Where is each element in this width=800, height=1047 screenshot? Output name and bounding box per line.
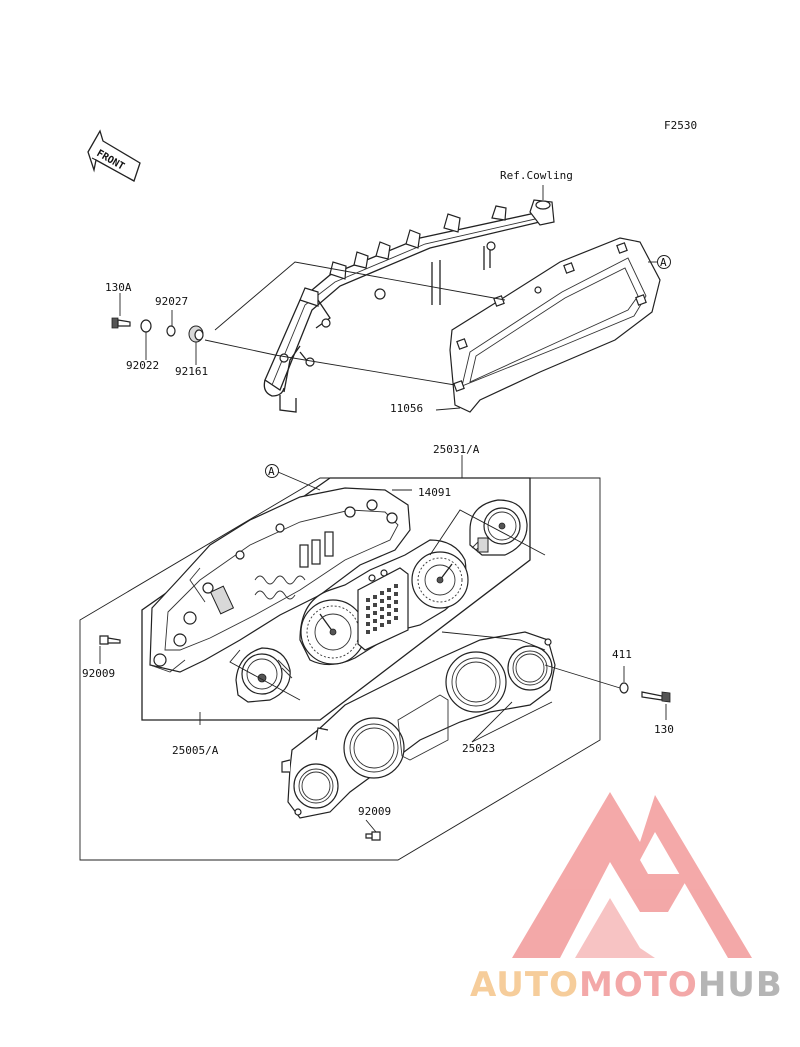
front-arrow-icon: FRONT bbox=[87, 129, 141, 182]
callout-25005A: 25005/A bbox=[172, 744, 219, 757]
washer-92022 bbox=[140, 319, 152, 333]
callout-14091: 14091 bbox=[418, 486, 451, 499]
callout-130: 130 bbox=[654, 723, 674, 736]
panel-11056 bbox=[449, 237, 661, 413]
reference-mark-a-top: A bbox=[657, 255, 671, 269]
indicator-grid bbox=[366, 584, 398, 634]
callout-130A: 130A bbox=[105, 281, 132, 294]
screw-92009-bottom bbox=[365, 831, 381, 841]
svg-text:A: A bbox=[268, 465, 275, 478]
callout-11056: 11056 bbox=[390, 402, 423, 415]
callout-92161: 92161 bbox=[175, 365, 208, 378]
watermark-hub: HUB bbox=[698, 965, 783, 1005]
meter-cover-25023 bbox=[281, 631, 556, 819]
callout-92027: 92027 bbox=[155, 295, 188, 308]
hardware-130A bbox=[111, 317, 131, 329]
watermark-logo-inner bbox=[575, 898, 655, 958]
lower-leader-lines bbox=[99, 471, 667, 833]
collar-92027 bbox=[166, 325, 176, 337]
grommet-92161 bbox=[188, 325, 204, 343]
svg-text:AUTOMOTOHUB: AUTOMOTOHUB bbox=[470, 965, 783, 1005]
callout-411: 411 bbox=[612, 648, 632, 661]
callout-25031A: 25031/A bbox=[433, 443, 480, 456]
watermark-moto: MOTO bbox=[579, 965, 698, 1005]
watermark-auto: AUTO bbox=[470, 965, 579, 1005]
fuel-gauge-top bbox=[469, 499, 528, 556]
meter-case-25005 bbox=[141, 477, 531, 721]
washer-411 bbox=[619, 682, 629, 694]
watermark-logo-triangle bbox=[512, 792, 752, 958]
bolt-130 bbox=[641, 691, 671, 703]
upper-leader-lines bbox=[119, 185, 658, 411]
callout-92009-left: 92009 bbox=[82, 667, 115, 680]
watermark: AUTOMOTOHUB bbox=[470, 792, 783, 1005]
instrument-cluster-face bbox=[299, 539, 469, 666]
callout-92022: 92022 bbox=[126, 359, 159, 372]
screw-92009-left bbox=[99, 635, 121, 645]
callout-ref-cowling: Ref.Cowling bbox=[500, 169, 573, 182]
temp-gauge-bottom bbox=[235, 647, 293, 703]
callout-92009-bottom: 92009 bbox=[358, 805, 391, 818]
svg-text:A: A bbox=[660, 256, 667, 269]
meter-assembly-box bbox=[79, 455, 601, 861]
meter-bracket-assembly bbox=[263, 199, 555, 413]
figure-id: F2530 bbox=[664, 119, 697, 132]
callout-25023: 25023 bbox=[462, 742, 495, 755]
reference-mark-a-mid: A bbox=[265, 464, 279, 478]
